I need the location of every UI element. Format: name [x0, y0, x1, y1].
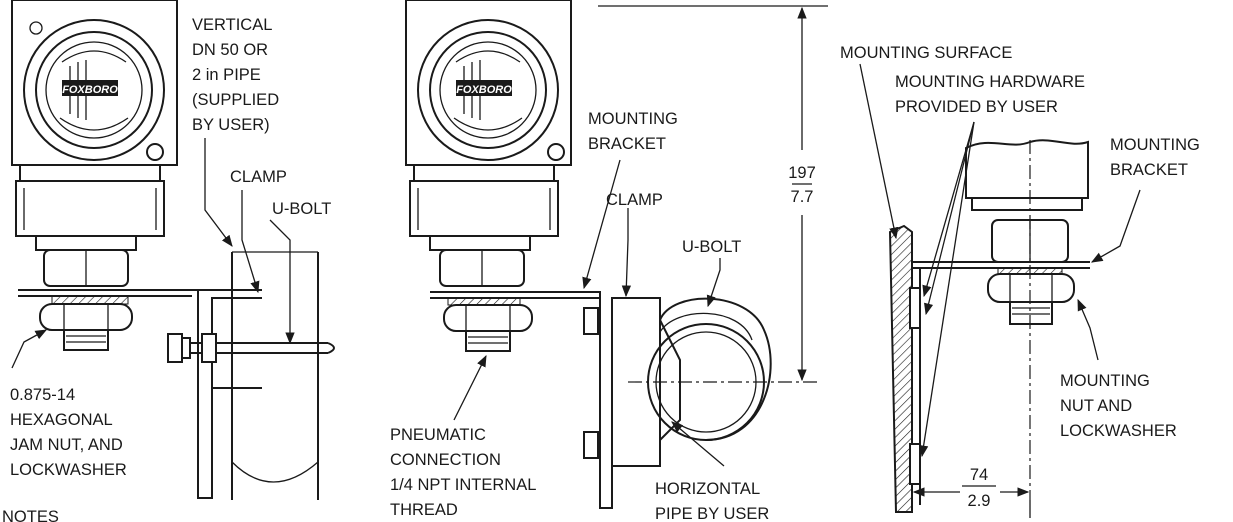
right-mounting-nut	[987, 273, 1075, 325]
right-surface-label: MOUNTING SURFACE	[840, 44, 1012, 62]
left-nut-label: 0.875-14 HEXAGONAL JAM NUT, AND LOCKWASH…	[10, 386, 127, 479]
middle-clamp-label: CLAMP	[606, 191, 663, 209]
middle-transmitter-housing: FOXBORO	[405, 0, 572, 166]
middle-bracket-label: MOUNTING BRACKET	[588, 110, 682, 153]
middle-view: FOXBORO	[390, 0, 828, 522]
middle-pipe-label: HORIZONTAL PIPE BY USER	[655, 480, 769, 522]
middle-dim-in: 7.7	[791, 188, 814, 206]
left-bracket	[18, 289, 262, 499]
middle-u-bolt	[659, 297, 772, 441]
middle-dim-mm: 197	[788, 164, 816, 182]
left-logo: FOXBORO	[62, 84, 118, 96]
left-jam-nut	[39, 303, 133, 351]
right-dim-in: 2.9	[968, 492, 991, 510]
middle-jam-nut	[443, 304, 533, 352]
middle-transmitter-neck	[409, 164, 559, 287]
left-transmitter-housing: FOXBORO	[11, 0, 178, 166]
right-dim-mm: 74	[970, 466, 988, 484]
right-hardware-label: MOUNTING HARDWARE PROVIDED BY USER	[895, 73, 1090, 116]
left-clamp	[212, 289, 262, 389]
left-transmitter-neck	[15, 164, 165, 287]
middle-ubolt-label: U-BOLT	[682, 238, 741, 256]
right-mounting-surface	[888, 224, 913, 513]
left-clamp-label: CLAMP	[230, 168, 287, 186]
left-u-bolt	[167, 333, 335, 363]
left-view: FOXBORO	[10, 0, 335, 500]
middle-logo: FOXBORO	[456, 84, 512, 96]
right-transmitter-stub	[965, 139, 1089, 275]
middle-pneumatic-label: PNEUMATIC CONNECTION 1/4 NPT INTERNAL TH…	[390, 426, 540, 519]
notes-label: NOTES	[2, 508, 59, 522]
left-ubolt-label: U-BOLT	[272, 200, 331, 218]
right-view: 74 2.9 MOUNTING SURFACE MOUNTING HARDWAR…	[840, 44, 1204, 518]
right-nut-label: MOUNTING NUT AND LOCKWASHER	[1060, 372, 1177, 440]
left-pipe-label: VERTICAL DN 50 OR 2 in PIPE (SUPPLIED BY…	[192, 16, 284, 134]
right-bracket-label: MOUNTING BRACKET	[1110, 136, 1204, 179]
